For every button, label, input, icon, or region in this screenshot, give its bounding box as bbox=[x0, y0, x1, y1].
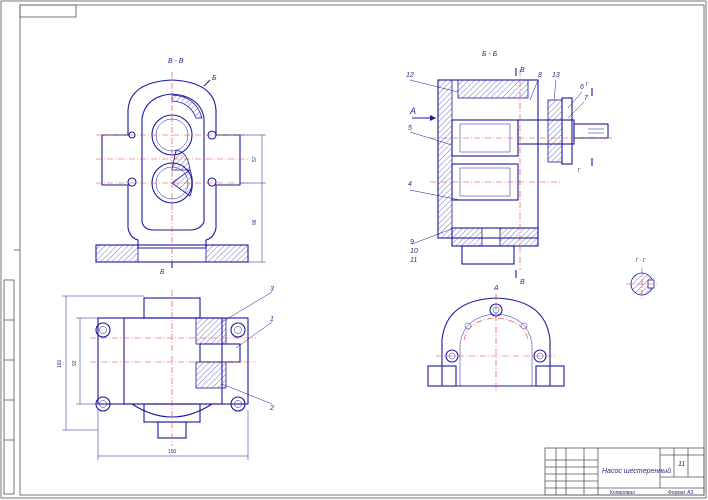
pos-5: 5 bbox=[408, 125, 412, 132]
view-a-label: А bbox=[493, 285, 499, 292]
pos-4: 4 bbox=[408, 181, 412, 188]
cut-mark-b-top: Б bbox=[212, 75, 217, 82]
plan-view: 160 92 150 3 1 2 bbox=[57, 286, 274, 460]
dim-96: 96 bbox=[252, 219, 258, 225]
pos-9: 9 bbox=[410, 239, 414, 246]
pos-10: 10 bbox=[410, 248, 418, 255]
pos-2: 2 bbox=[269, 405, 274, 412]
left-margin-strip bbox=[3, 249, 20, 495]
view-arrow-a: А bbox=[409, 106, 416, 116]
cut-mark-g-top: Г bbox=[586, 82, 589, 88]
title-block: Насос шестеренный 11 Копировал Формат А3 bbox=[544, 447, 705, 496]
pos-7: 7 bbox=[584, 95, 589, 102]
pos-3: 3 bbox=[270, 286, 274, 293]
section-bb-view: Б - Б В В Г Г bbox=[406, 51, 612, 286]
section-bb-label: Б - Б bbox=[482, 51, 498, 58]
title-block-name: Насос шестеренный bbox=[602, 467, 671, 475]
title-block-sheets: 11 bbox=[678, 461, 685, 468]
pos-6: 6 bbox=[580, 84, 584, 91]
cut-mark-g-bottom: Г bbox=[578, 168, 581, 174]
section-vv-view: В - В 57 96 Б bbox=[95, 58, 266, 276]
cut-mark-v-bottom: В bbox=[520, 279, 525, 286]
pos-1: 1 bbox=[270, 316, 274, 323]
section-vv-label: В - В bbox=[168, 58, 184, 65]
dim-160: 160 bbox=[57, 359, 63, 368]
dim-57: 57 bbox=[252, 156, 258, 162]
pos-13: 13 bbox=[552, 72, 560, 79]
top-corner-box bbox=[19, 4, 77, 18]
pos-11: 11 bbox=[410, 257, 417, 264]
section-gg-view: Г - Г bbox=[626, 258, 658, 300]
title-block-copied: Копировал bbox=[610, 490, 635, 496]
cut-mark-b-bottom: Б bbox=[160, 269, 165, 276]
view-a: А bbox=[427, 285, 565, 392]
dim-92: 92 bbox=[72, 360, 78, 366]
pos-12: 12 bbox=[406, 72, 414, 79]
pos-8: 8 bbox=[538, 72, 542, 79]
cut-mark-v-top: В bbox=[520, 67, 525, 74]
dim-150: 150 bbox=[168, 449, 177, 455]
title-block-format: Формат А3 bbox=[668, 490, 693, 496]
section-gg-label: Г - Г bbox=[636, 258, 646, 264]
